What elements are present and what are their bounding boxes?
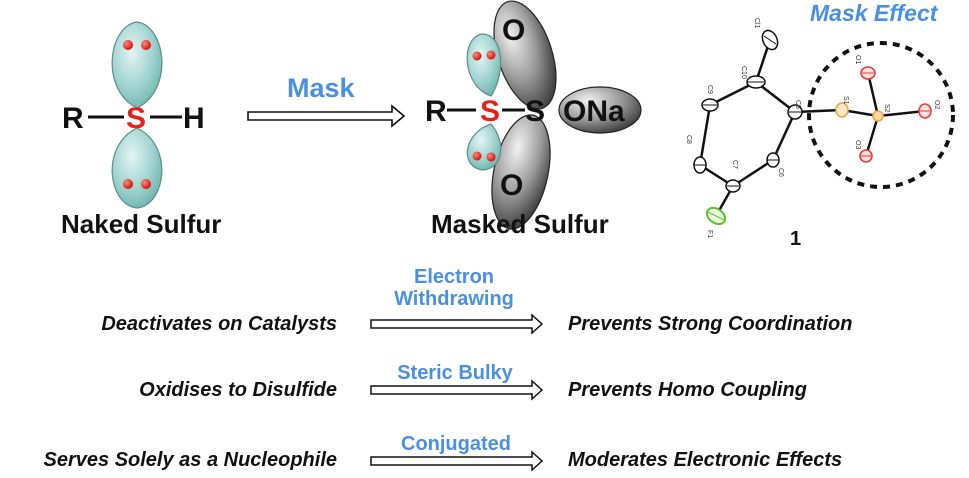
naked-sulfur-caption: Naked Sulfur [61,209,221,239]
comparison-row-1: Deactivates on Catalysts Electron Withdr… [101,266,852,335]
atom-ellipsoid-s [835,102,849,118]
atom-label: F1 [706,230,713,238]
row-right-text: Moderates Electronic Effects [568,449,842,471]
atom-label: O3 [854,140,861,149]
atom-label: S2 [883,104,890,113]
atom-label: C7 [731,160,738,169]
atom-s-red: S [480,95,500,128]
oxygen-orbital-bottom [491,114,551,230]
electron-dot [123,40,133,50]
row-left-text: Deactivates on Catalysts [101,313,337,335]
atom-label: C10 [740,66,747,79]
atom-o-bottom: O [500,169,523,202]
row-arrow-label-line1: Electron [414,266,494,288]
comparison-row-2: Oxidises to Disulfide Steric Bulky Preve… [139,362,807,401]
atom-o-top: O [502,14,525,47]
mask-effect-circle [807,41,955,189]
row-right-text: Prevents Homo Coupling [568,379,807,401]
row-arrow-label-line2: Withdrawing [394,288,514,310]
comparison-row-3: Serves Solely as a Nucleophile Conjugate… [44,433,842,472]
lone-pair-lobe-bottom [466,123,502,171]
atom-label: C6 [777,168,784,177]
compound-number: 1 [790,228,801,250]
mask-arrow [247,104,406,128]
atom-s: S [126,102,146,135]
crystal-structure: Mask Effect [685,0,955,250]
electron-dot [486,152,496,162]
atom-ona: ONa [563,95,625,128]
row-arrow [370,313,544,335]
ona-orbital [558,86,642,134]
electron-dot [141,179,151,189]
lone-pair-lobe-bottom [111,127,163,209]
row-right-text: Prevents Strong Coordination [568,313,852,335]
row-left-text: Oxidises to Disulfide [139,379,337,401]
mask-arrow-label: Mask [287,73,356,103]
atom-h: H [183,102,205,135]
row-arrow [370,450,544,472]
row-left-text: Serves Solely as a Nucleophile [44,449,337,471]
atom-label: S1 [842,96,849,105]
naked-sulfur-structure: R S H [62,21,205,209]
masked-sulfur-structure: R S S O O ONa [425,0,642,230]
atom-label: C9 [706,85,713,94]
atom-label: C8 [685,135,692,144]
electron-dot [486,50,496,60]
atom-r: R [425,95,447,128]
electron-dot [141,40,151,50]
row-arrow-label: Conjugated [401,433,511,455]
electron-dot [472,51,482,61]
masked-sulfur-caption: Masked Sulfur [431,209,609,239]
lone-pair-lobe-top [466,33,502,97]
atom-label: O1 [854,55,861,64]
electron-dot [472,151,482,161]
lone-pair-lobe-top [111,21,163,109]
mask-effect-title: Mask Effect [810,0,939,26]
atom-s-black: S [525,95,545,128]
atom-ellipsoid-s [872,110,884,122]
row-arrow [370,379,544,401]
atom-label: Cl1 [753,18,760,29]
atom-label: C5 [794,100,801,109]
row-arrow-label: Steric Bulky [397,362,513,384]
atom-r: R [62,102,84,135]
electron-dot [123,179,133,189]
atom-label: O2 [933,100,940,109]
